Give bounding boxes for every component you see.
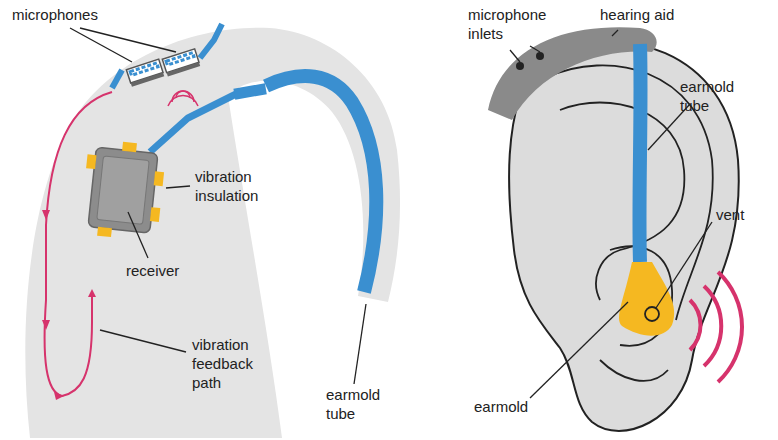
- part-label: earmold tube: [680, 78, 746, 116]
- part-label: earmold tube: [326, 386, 392, 424]
- part-label: receiver: [126, 262, 206, 281]
- earmold-tube: [639, 44, 640, 262]
- microphone: [126, 59, 164, 87]
- leader-line: [70, 28, 712, 398]
- receiver: [79, 138, 167, 242]
- earmold: [619, 262, 674, 336]
- mic-tube: [200, 24, 222, 58]
- sound-waves: [690, 272, 742, 382]
- sound-waves: [168, 91, 198, 106]
- microphone: [162, 49, 200, 77]
- receiver-tube: [150, 94, 236, 152]
- hearing-aid: [488, 27, 657, 120]
- vent: [645, 307, 659, 321]
- part-label: microphone inlets: [468, 6, 560, 44]
- earmold-tube: [266, 76, 376, 292]
- tube-connector: [233, 83, 266, 99]
- part-label: microphones: [12, 6, 122, 25]
- part-label: vent: [716, 206, 766, 225]
- microphone-inlet: [536, 52, 544, 60]
- part-label: hearing aid: [600, 6, 700, 25]
- housing: [25, 28, 400, 438]
- ear-lobe: [600, 360, 668, 381]
- mic-tube: [112, 70, 122, 88]
- feedback-path: [45, 92, 112, 396]
- part-label: vibration insulation: [195, 168, 277, 206]
- ear-antihelix: [560, 103, 684, 301]
- feedback-arrowhead: [42, 210, 64, 400]
- part-label: earmold: [474, 398, 554, 417]
- part-label: vibration feedback path: [192, 336, 274, 392]
- microphone-inlet: [516, 62, 524, 70]
